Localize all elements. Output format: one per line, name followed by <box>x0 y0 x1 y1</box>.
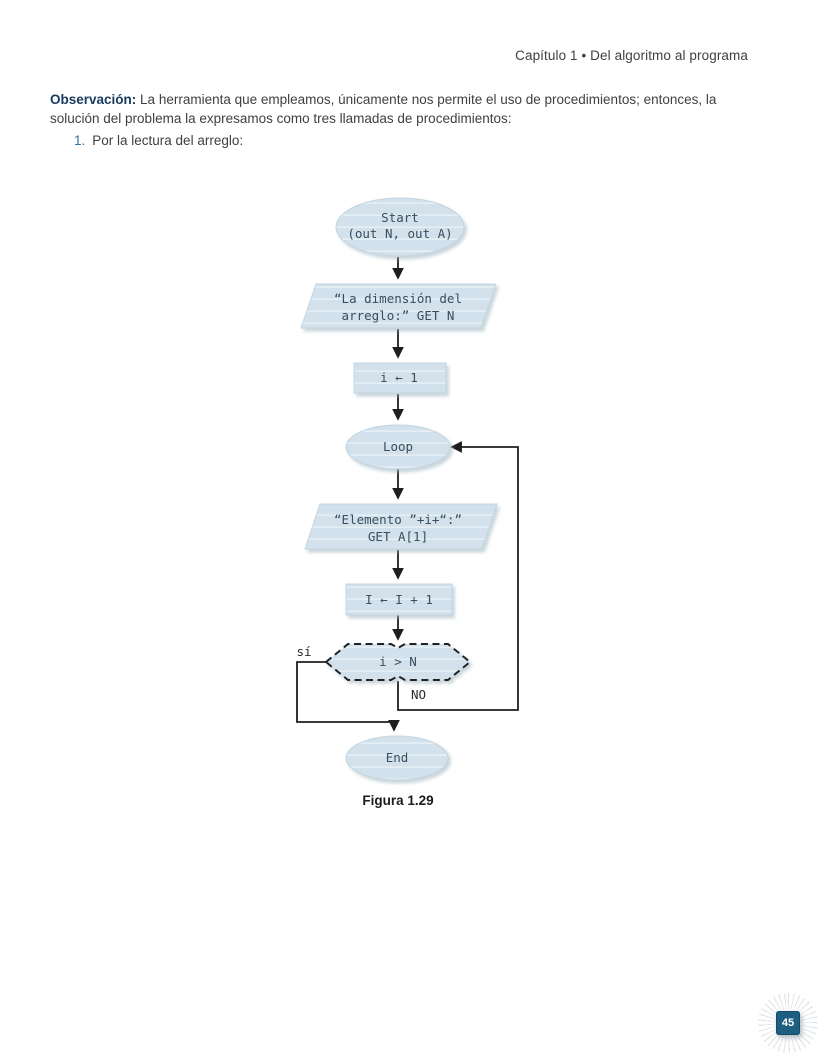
read-elem-node-shape <box>304 503 498 550</box>
start-node-label-line1: Start <box>381 210 419 225</box>
loop-node-shape <box>345 424 451 470</box>
list-item-number: 1. <box>74 133 86 148</box>
read-elem-label-line2: GET A[1] <box>368 529 428 544</box>
flowchart-diagram: Start (out N, out A) “La dimensión del a… <box>296 197 519 781</box>
decision-node-shape <box>324 643 472 681</box>
increment-node-label: I ← I + 1 <box>365 592 433 607</box>
chapter-header: Capítulo 1 • Del algoritmo al programa <box>515 48 748 63</box>
read-n-label-line1: “La dimensión del <box>334 291 462 306</box>
read-n-node-shape <box>300 283 497 329</box>
list-item-1: 1. Por la lectura del arreglo: <box>74 133 243 148</box>
decision-node-label: i > N <box>379 654 417 669</box>
start-node-label-line2: (out N, out A) <box>347 226 452 241</box>
no-branch-label: NO <box>411 687 426 702</box>
read-n-label-line2: arreglo:” GET N <box>342 308 455 323</box>
figure-caption: Figura 1.29 <box>362 793 434 808</box>
observation-label: Observación: <box>50 92 137 107</box>
init-node-label: i ← 1 <box>380 370 418 385</box>
list-item-text: Por la lectura del arreglo: <box>92 133 244 148</box>
end-node-label: End <box>386 750 409 765</box>
end-node-shape <box>345 735 449 781</box>
start-node-shape <box>335 197 465 257</box>
yes-branch-label: sí <box>296 644 311 659</box>
increment-node-shape <box>345 583 453 616</box>
page-number-badge: 45 <box>776 1011 800 1035</box>
connector-no-branch-to-loop <box>397 441 519 711</box>
observation-paragraph: Observación: La herramienta que empleamo… <box>50 90 756 128</box>
connector-yes-branch-to-end <box>296 661 400 732</box>
observation-text: La herramienta que empleamos, únicamente… <box>50 92 717 126</box>
init-node-shape <box>353 362 447 394</box>
read-elem-label-line1: “Elemento ”+i+“:” <box>334 512 462 527</box>
loop-node-label: Loop <box>383 439 413 454</box>
